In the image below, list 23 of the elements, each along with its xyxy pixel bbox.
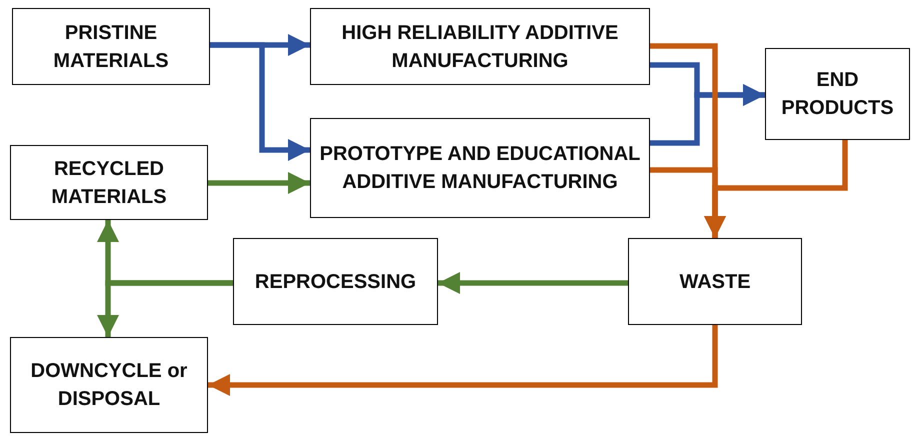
arrow — [208, 325, 718, 396]
arrow — [97, 280, 233, 337]
process-box — [10, 337, 208, 433]
node-label: WASTE — [679, 270, 751, 294]
process-box — [12, 8, 210, 85]
node-label: RECYCLED MATERIALS — [50, 156, 168, 210]
process-box — [310, 118, 650, 218]
process-box — [765, 48, 910, 140]
arrow — [650, 84, 765, 146]
process-box — [233, 238, 438, 325]
node-label: PROTOTYPE AND EDUCATIONAL ADDITIVE MANUFACTURING — [318, 142, 642, 195]
node-label: END PRODUCTS — [780, 68, 895, 121]
arrow — [704, 140, 848, 238]
arrow — [210, 42, 310, 161]
node-label: REPROCESSING — [254, 270, 416, 294]
arrow — [208, 172, 310, 194]
node-label: DOWNCYCLE or DISPOSAL — [30, 359, 188, 412]
process-box — [628, 238, 802, 325]
node-label: HIGH RELIABILITY ADDITIVE MANUFACTURING — [340, 20, 620, 74]
node-label: PRISTINE MATERIALS — [52, 20, 170, 74]
arrow — [438, 272, 628, 294]
process-box — [10, 145, 208, 220]
process-box — [310, 8, 650, 85]
